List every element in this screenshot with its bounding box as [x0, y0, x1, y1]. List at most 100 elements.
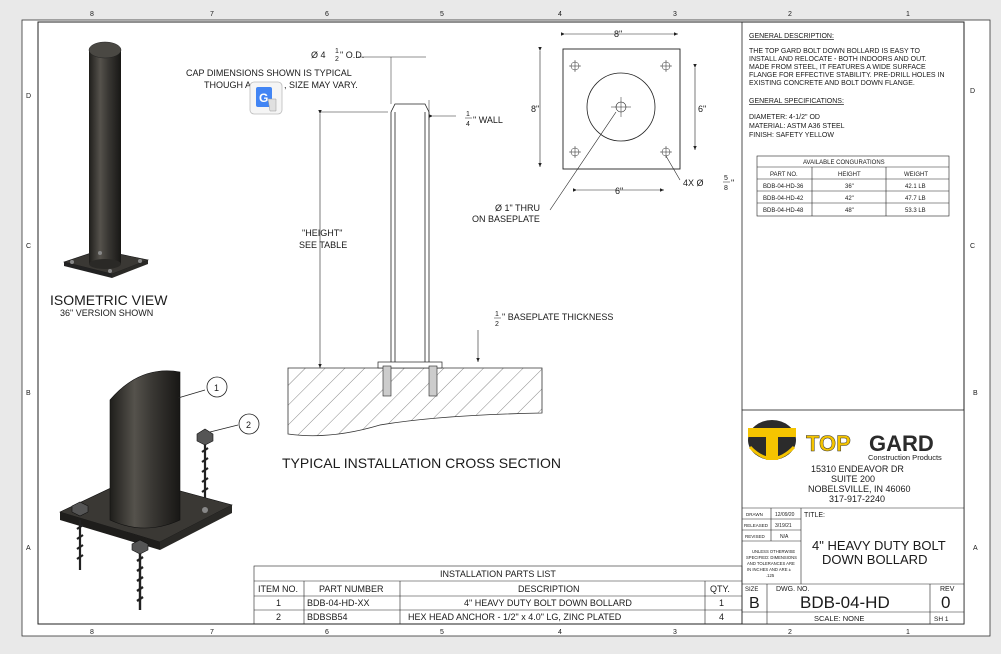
general-desc-line: INSTALL AND RELOCATE - BOTH INDOORS AND … [749, 56, 927, 63]
company-address-line: SUITE 200 [831, 474, 875, 484]
general-spec-line: FINISH: SAFETY YELLOW [749, 132, 834, 139]
zone-bottom-6: 6 [325, 629, 329, 636]
diameter-suffix: " O.D. [340, 50, 364, 60]
config-cell: 48" [845, 208, 854, 214]
plate-top-dim: 8" [614, 29, 622, 39]
config-cell: 53.3 LB [905, 208, 926, 214]
cap-note-line-1: CAP DIMENSIONS SHOWN IS TYPICAL [186, 68, 352, 78]
baseplate-frac-num: 1 [495, 311, 499, 318]
detail-view [59, 370, 260, 610]
isometric-view [62, 41, 150, 278]
parts-header: ITEM NO. [258, 584, 298, 594]
config-table [756, 155, 950, 217]
wall-frac-num: 1 [466, 111, 470, 118]
config-cell: 47.7 LB [905, 196, 926, 202]
rev-value: 0 [941, 593, 950, 612]
general-desc-line: MADE FROM STEEL, IT FEATURES A WIDE SURF… [749, 64, 926, 71]
zone-bottom-5: 5 [440, 629, 444, 636]
thru-line-2: ON BASEPLATE [472, 214, 540, 224]
general-desc-line: EXISTING CONCRETE AND BOLT DOWN FLANGE. [749, 80, 915, 87]
tolerance-note-line: SPECIFIED: DIMENSIONS [746, 555, 797, 560]
tolerance-note-line: AND TOLERANCES ARE [747, 561, 795, 566]
holes-suffix: " [731, 178, 734, 188]
drawn-label: DRAWN [746, 512, 763, 517]
wall-frac-den: 4 [466, 121, 470, 128]
parts-header: DESCRIPTION [518, 584, 580, 594]
zone-right-A: A [973, 545, 978, 552]
plate-right-dim: 6" [698, 104, 706, 114]
parts-header: PART NUMBER [319, 584, 384, 594]
company-subtitle: Construction Products [868, 453, 942, 462]
balloon-2-label: 2 [246, 420, 251, 430]
drawing-title-line-2: DOWN BOLLARD [822, 552, 927, 567]
zone-bottom-2: 2 [788, 629, 792, 636]
company-name-top: TOP [806, 431, 851, 456]
baseplate-plan [538, 32, 697, 211]
diameter-frac-den: 2 [335, 56, 339, 63]
zone-bottom-7: 7 [210, 629, 214, 636]
iso-view-title: ISOMETRIC VIEW [50, 292, 168, 308]
sheet-label: SH 1 [934, 616, 949, 623]
drawing-title-line-1: 4" HEAVY DUTY BOLT [812, 538, 946, 553]
zone-top-7: 7 [210, 11, 214, 18]
zone-right-B: B [973, 390, 978, 397]
dwg-no-label: DWG. NO. [776, 586, 809, 593]
config-cell: 42" [845, 196, 854, 202]
config-header: WEIGHT [904, 172, 928, 178]
cross-section [287, 56, 543, 437]
company-name-gard: GARD [869, 431, 934, 456]
balloon-1 [206, 376, 228, 398]
parts-cell: HEX HEAD ANCHOR - 1/2" x 4.0" LG, ZINC P… [408, 612, 622, 622]
config-cell: 42.1 LB [905, 184, 926, 190]
zone-left-A: A [26, 545, 31, 552]
zone-left-C: C [26, 243, 31, 250]
config-title: AVAILABLE CONGURATIONS [803, 160, 885, 166]
parts-cell: 1 [719, 598, 724, 608]
revised-label: REVISED [745, 534, 766, 539]
released-label: RELEASED [744, 523, 769, 528]
tolerance-note-line: IN INCHES AND ARE ± [747, 567, 792, 572]
rev-label: REV [940, 586, 955, 593]
company-logo [748, 420, 796, 460]
released-value: 3/19/21 [775, 523, 792, 529]
company-address-line: NOBELSVILLE, IN 46060 [808, 484, 911, 494]
translate-icon[interactable]: G [249, 81, 283, 115]
general-desc-title: GENERAL DESCRIPTION: [749, 33, 834, 40]
parts-cell: 1 [276, 598, 281, 608]
config-header: HEIGHT [838, 172, 861, 178]
balloon-2 [238, 413, 260, 435]
zone-top-4: 4 [558, 11, 562, 18]
svg-text:G: G [259, 91, 268, 105]
cap-note-line-2b: , SIZE MAY VARY. [284, 80, 358, 90]
general-desc-line: THE TOP GARD BOLT DOWN BOLLARD IS EASY T… [749, 48, 920, 55]
zone-bottom-3: 3 [673, 629, 677, 636]
config-cell: BDB-04-HD-36 [763, 184, 804, 190]
wall-label: " WALL [473, 115, 503, 125]
general-spec-line: MATERIAL: ASTM A36 STEEL [749, 123, 845, 130]
title-label: TITLE: [804, 512, 825, 519]
company-address-line: 15310 ENDEAVOR DR [811, 464, 904, 474]
scale-label: SCALE: NONE [814, 614, 864, 623]
plate-left-dim: 8" [531, 104, 539, 114]
parts-cell: 2 [276, 612, 281, 622]
parts-title: INSTALLATION PARTS LIST [440, 569, 556, 579]
zone-bottom-1: 1 [906, 629, 910, 636]
zone-top-5: 5 [440, 11, 444, 18]
cap-note-line-2a: THOUGH A [204, 80, 251, 90]
baseplate-frac-den: 2 [495, 321, 499, 328]
diameter-prefix: Ø 4 [311, 50, 326, 60]
iso-view-subtitle: 36" VERSION SHOWN [60, 308, 153, 318]
config-cell: BDB-04-HD-42 [763, 196, 804, 202]
drawn-value: 12/09/20 [775, 512, 795, 518]
parts-table [253, 565, 743, 625]
height-see-table: SEE TABLE [299, 240, 347, 250]
baseplate-label: " BASEPLATE THICKNESS [502, 312, 613, 322]
zone-right-D: D [970, 88, 975, 95]
title-block-grid [742, 507, 964, 624]
parts-cell: 4 [719, 612, 724, 622]
plate-bottom-dim: 6" [615, 186, 623, 196]
parts-cell: BDB-04-HD-XX [307, 598, 370, 608]
balloon-1-label: 1 [214, 383, 219, 393]
